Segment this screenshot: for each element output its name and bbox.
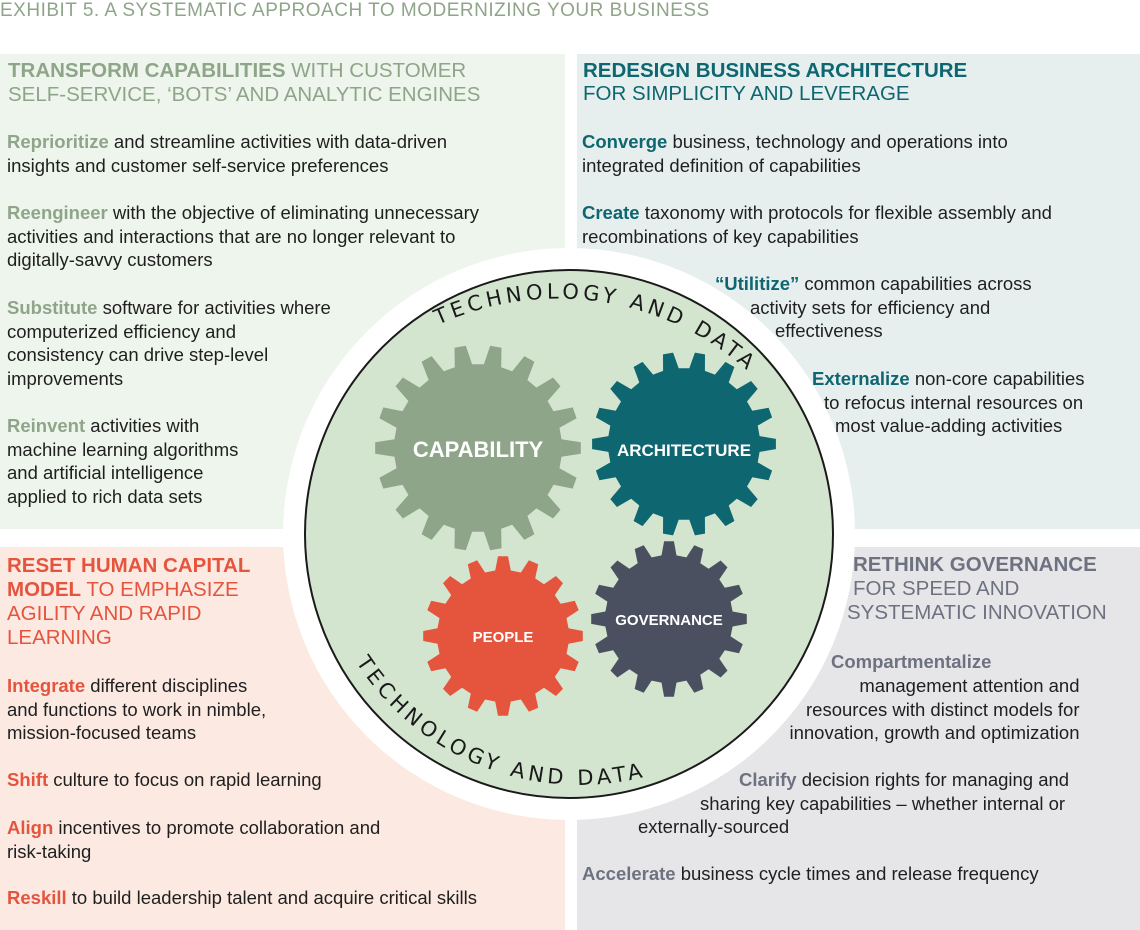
tr-item-utilitize: “Utilitize” common capabilities across a…	[715, 273, 1032, 341]
exhibit-title: EXHIBIT 5. A SYSTEMATIC APPROACH TO MODE…	[0, 0, 710, 21]
br-item-compartmentalize-keyword: Compartmentalize	[831, 651, 992, 672]
bl-item-shift: Shift culture to focus on rapid learning	[7, 769, 322, 790]
tl-item-substitute: Substitute software for activities where…	[7, 297, 331, 389]
br-heading-line1: RETHINK GOVERNANCE	[853, 553, 1097, 576]
br-heading-line2: FOR SPEED AND	[853, 577, 1020, 600]
tl-item-reprioritize: Reprioritize and streamline activities w…	[7, 131, 448, 176]
tr-heading-line1: REDESIGN BUSINESS ARCHITECTURE	[583, 59, 968, 82]
br-item-compartmentalize-text: management attention and resources with …	[789, 675, 1080, 743]
br-heading-line3: SYSTEMATIC INNOVATION	[847, 601, 1107, 624]
tr-item-externalize: Externalize non-core capabilities to ref…	[812, 368, 1085, 436]
bl-item-reskill: Reskill to build leadership talent and a…	[7, 887, 477, 908]
tl-heading-line2: SELF-SERVICE, ‘BOTS’ AND ANALYTIC ENGINE…	[8, 83, 481, 106]
governance-gear-label: GOVERNANCE	[615, 612, 723, 629]
tr-item-converge: Converge business, technology and operat…	[582, 131, 1008, 176]
technology-and-data-circle	[304, 269, 834, 799]
bl-item-align: Align incentives to promote collaboratio…	[7, 817, 381, 862]
architecture-gear-label: ARCHITECTURE	[617, 441, 751, 460]
capability-gear: CAPABILITY	[375, 345, 581, 551]
people-gear: PEOPLE	[423, 556, 583, 716]
br-item-clarify: Clarify decision rights for managing and…	[638, 769, 1070, 837]
people-gear-label: PEOPLE	[473, 629, 534, 646]
bl-heading-line4: LEARNING	[7, 626, 112, 649]
tl-heading-line1: TRANSFORM CAPABILITIES WITH CUSTOMER	[8, 59, 467, 82]
br-item-accelerate: Accelerate business cycle times and rele…	[582, 863, 1039, 884]
governance-gear: GOVERNANCE	[591, 541, 747, 697]
tr-heading-line2: FOR SIMPLICITY AND LEVERAGE	[583, 82, 910, 105]
bl-heading-line1: RESET HUMAN CAPITAL	[7, 554, 251, 577]
bl-item-integrate: Integrate different disciplines and func…	[7, 675, 267, 743]
bl-heading-line2: MODEL TO EMPHASIZE	[7, 578, 239, 601]
capability-gear-label: CAPABILITY	[413, 437, 544, 462]
tl-item-reengineer: Reengineer with the objective of elimina…	[7, 202, 479, 270]
bl-heading-line3: AGILITY AND RAPID	[7, 602, 202, 625]
tl-item-reinvent: Reinvent activities with machine learnin…	[7, 415, 239, 507]
architecture-gear: ARCHITECTURE	[592, 352, 776, 536]
tr-item-create: Create taxonomy with protocols for flexi…	[582, 202, 1052, 247]
